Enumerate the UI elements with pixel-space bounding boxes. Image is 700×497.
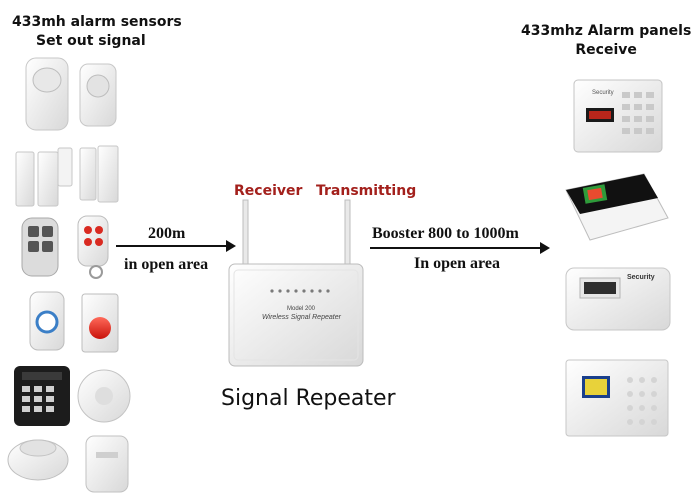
transmitting-label: Transmitting xyxy=(316,183,417,199)
panel2-brand: Security xyxy=(627,274,655,281)
repeater-model-text: Model 200 xyxy=(287,306,316,312)
left-arrow xyxy=(116,240,236,252)
alarm-panel-1 xyxy=(573,79,663,153)
wireless-keypad xyxy=(14,366,70,426)
panel1-brand: Security xyxy=(592,90,614,96)
right-arrow-bottom-label: In open area xyxy=(414,255,500,272)
alarm-panel-2 xyxy=(565,173,669,241)
signal-repeater-caption: Signal Repeater xyxy=(221,386,396,411)
signal-repeater-device xyxy=(228,199,364,367)
panic-button xyxy=(81,293,119,353)
smoke-detector xyxy=(7,439,69,481)
left-arrow-bottom-label: in open area xyxy=(124,256,209,273)
pir-sensor-1 xyxy=(25,57,69,131)
right-arrow-top-label: Booster 800 to 1000m xyxy=(372,225,519,242)
right-header-line1: 433mhz Alarm panels xyxy=(521,23,692,39)
remote-control-gray xyxy=(21,217,59,277)
doorbell-button xyxy=(29,291,65,351)
right-header-line2: Receive xyxy=(575,42,637,58)
door-contact-2 xyxy=(79,145,119,203)
pir-sensor-2 xyxy=(79,63,117,127)
right-header: 433mhz Alarm panels Receive xyxy=(521,22,691,60)
receiver-label: Receiver xyxy=(234,183,303,199)
left-header-line1: 433mh alarm sensors xyxy=(12,14,182,30)
alarm-panel-4 xyxy=(565,359,669,437)
left-header-line2: Set out signal xyxy=(36,33,146,49)
gas-detector xyxy=(85,435,129,493)
left-header: 433mh alarm sensors Set out signal xyxy=(12,13,182,51)
repeater-brand-text: Wireless Signal Repeater xyxy=(262,314,341,321)
right-arrow xyxy=(370,242,550,254)
door-contact-1 xyxy=(15,147,73,207)
left-arrow-top-label: 200m xyxy=(148,225,186,242)
ceiling-smoke-detector xyxy=(77,369,131,423)
alarm-panel-3 xyxy=(565,267,671,331)
remote-control-red xyxy=(77,215,109,279)
